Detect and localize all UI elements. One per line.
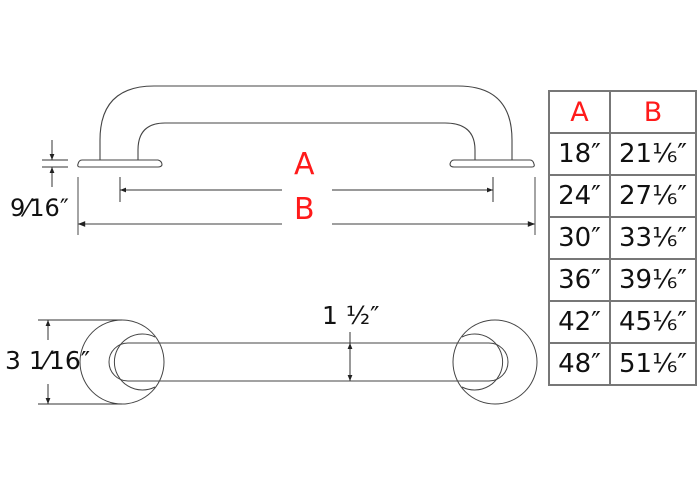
top-view-grab-bar [79, 319, 538, 405]
table-row: 18″ 21⅙″ [548, 132, 697, 176]
size-table: A B 18″ 21⅙″ 24″ 27⅙″ 30″ 33⅙″ 36″ 39⅙″ … [548, 90, 697, 386]
dimension-a-label: A [294, 147, 315, 182]
header-a: A [548, 90, 611, 134]
table-row: 36″ 39⅙″ [548, 258, 697, 302]
table-row: 42″ 45⅙″ [548, 300, 697, 344]
cell-b: 45⅙″ [609, 300, 697, 344]
cell-b: 51⅙″ [609, 342, 697, 386]
tube-diameter-label: 1 ½″ [322, 301, 380, 330]
cell-a: 18″ [548, 132, 611, 176]
table-row: 48″ 51⅙″ [548, 342, 697, 386]
cell-a: 42″ [548, 300, 611, 344]
flange-diameter-dimension [38, 319, 122, 405]
dimension-b-line [77, 177, 536, 235]
cell-b: 27⅙″ [609, 174, 697, 218]
table-header-row: A B [548, 90, 697, 134]
table-row: 24″ 27⅙″ [548, 174, 697, 218]
table-row: 30″ 33⅙″ [548, 216, 697, 260]
cell-b: 39⅙″ [609, 258, 697, 302]
dimension-b-label: B [288, 195, 321, 225]
header-b: B [609, 90, 697, 134]
side-view-grab-bar [77, 85, 535, 168]
cell-b: 21⅙″ [609, 132, 697, 176]
cell-a: 30″ [548, 216, 611, 260]
flange-thickness-label: 9⁄16″ [10, 194, 69, 222]
cell-a: 24″ [548, 174, 611, 218]
flange-diameter-label: 3 1⁄16″ [5, 346, 91, 375]
cell-a: 36″ [548, 258, 611, 302]
cell-a: 48″ [548, 342, 611, 386]
flange-thickness-dimension [42, 140, 68, 187]
dimension-a-line [119, 177, 494, 202]
cell-b: 33⅙″ [609, 216, 697, 260]
